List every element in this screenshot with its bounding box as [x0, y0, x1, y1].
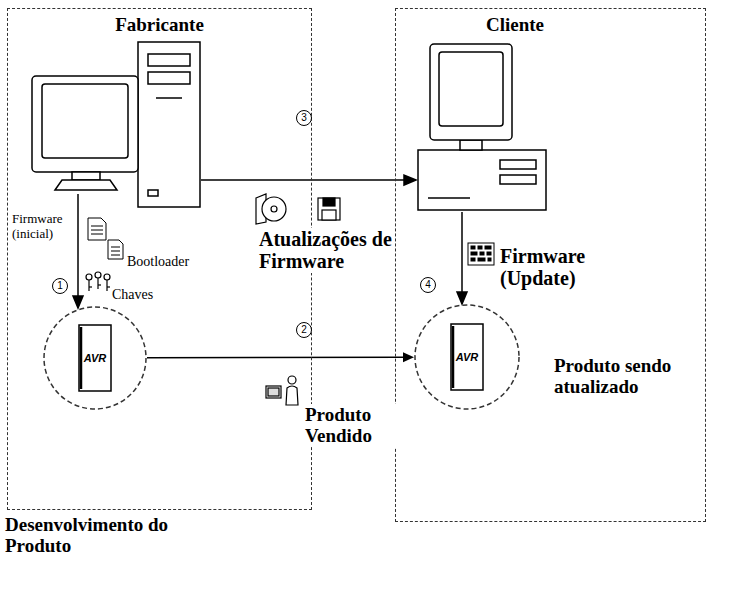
key-icons	[86, 272, 110, 291]
label-anchor: 4	[420, 277, 436, 293]
manufacturer-computer	[32, 42, 200, 207]
chip-label: AVR	[43, 352, 147, 365]
chip-edge	[452, 326, 455, 388]
connector-group	[147, 352, 414, 362]
region-heading: Fabricante	[8, 14, 311, 36]
label-anchor: Chaves	[112, 287, 153, 303]
node-caption: Produto sendo atualizado	[554, 355, 699, 399]
label-anchor: 2	[296, 322, 312, 338]
file-icons	[88, 218, 123, 259]
sold-product-icon	[266, 376, 298, 405]
product-circle: AVR	[43, 306, 147, 410]
flow-arrow	[147, 356, 404, 358]
label-anchor: Desenvolvimento do Produto	[5, 514, 175, 557]
firmware-update-note: Firmware (Update)	[500, 245, 620, 290]
label-anchor: 3	[296, 110, 312, 126]
label-anchor: Firmware (Update)	[500, 245, 620, 290]
callout-number: 1	[52, 278, 68, 294]
region-heading: Cliente	[396, 14, 705, 36]
keys-note: Chaves	[112, 287, 153, 303]
media-icons	[256, 194, 340, 224]
label-anchor: Atualizações de Firmware	[257, 228, 395, 273]
callout-number: 2	[296, 322, 312, 338]
chip-label: AVR	[414, 351, 520, 364]
label-anchor: Firmware (inicial)	[12, 212, 74, 241]
updated-product-circle: AVRProduto sendo atualizado	[414, 304, 520, 410]
label-anchor: Bootloader	[127, 254, 189, 270]
updates-note: Atualizações de Firmware	[257, 228, 395, 273]
callout-number: 3	[296, 110, 312, 126]
callout-number: 4	[420, 277, 436, 293]
firmware-note: Firmware (inicial)	[12, 212, 74, 241]
development-caption: Desenvolvimento do Produto	[5, 514, 175, 557]
dashed-circle-outline	[44, 307, 146, 409]
chip-edge	[80, 327, 83, 389]
label-anchor: 1	[52, 278, 68, 294]
sold-product-note: Produto Vendido	[303, 404, 398, 447]
arrowhead	[403, 352, 414, 362]
bootloader-note: Bootloader	[127, 254, 189, 270]
label-anchor: Produto Vendido	[303, 404, 398, 447]
flow-arrows	[73, 175, 467, 308]
customer-computer	[418, 44, 546, 210]
firmware-chip-icon	[468, 243, 494, 265]
dashed-circle-outline	[415, 305, 519, 409]
